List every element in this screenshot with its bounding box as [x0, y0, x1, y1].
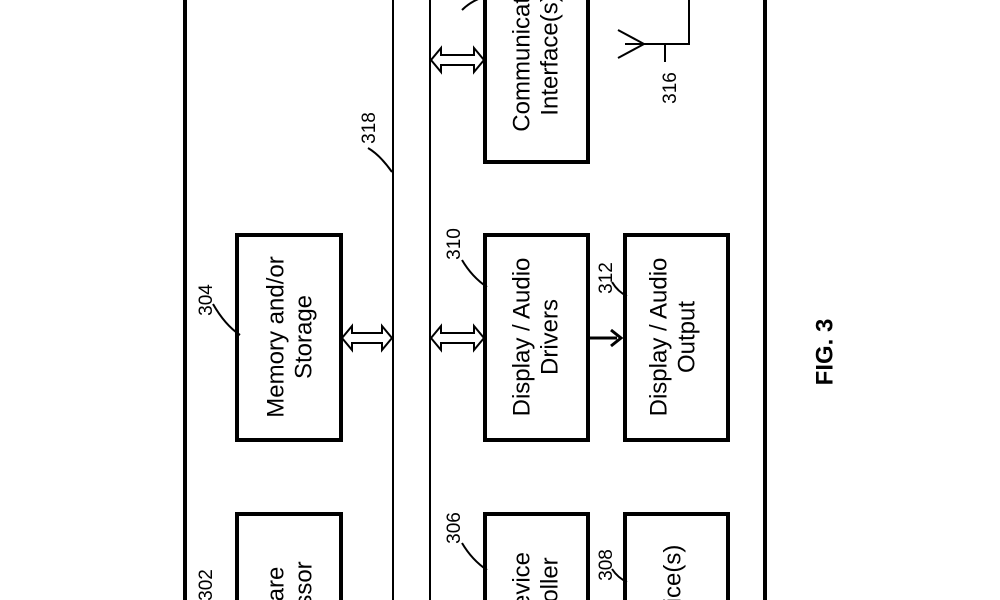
- hardware-processor-label-2: ssor: [290, 561, 317, 600]
- ref-304: 304: [196, 284, 217, 316]
- ref-308: 308: [596, 549, 617, 581]
- input-devices-box: [623, 512, 730, 600]
- figure-label: FIG. 3: [811, 319, 838, 386]
- bus-drivers-double-arrow: [429, 323, 486, 353]
- ref-308-leader: [611, 568, 628, 583]
- display-audio-drivers-box: [483, 233, 590, 442]
- display-audio-output-label-2: Output: [673, 301, 700, 373]
- ref-304-leader: [212, 303, 241, 336]
- hardware-processor-label-1: are: [262, 567, 289, 600]
- input-device-controller-label-1: evice: [508, 552, 535, 600]
- memory-storage-label-1: Memory and/or: [262, 256, 289, 417]
- communication-interface-box: [483, 0, 590, 164]
- communication-interface-label-1: Communicatio: [508, 0, 535, 132]
- ref-312: 312: [596, 262, 617, 294]
- ref-312-leader: [611, 281, 628, 297]
- drivers-output-arrow-head: [610, 328, 624, 348]
- hardware-processor-box: [235, 512, 343, 600]
- antenna-symbol: [617, 29, 645, 59]
- ref-310-leader: [461, 259, 488, 288]
- display-audio-drivers-label-2: Drivers: [536, 299, 563, 375]
- ref-316: 316: [660, 72, 681, 104]
- memory-storage-box: [235, 233, 343, 442]
- ref-314-leader: [461, 0, 479, 11]
- display-audio-output-label-1: Display / Audio: [645, 258, 672, 417]
- ref-318: 318: [359, 112, 380, 144]
- input-device-controller-box: [483, 512, 590, 600]
- memory-storage-label-2: Storage: [290, 295, 317, 379]
- bus-comm-double-arrow: [429, 45, 486, 75]
- display-audio-output-box: [623, 233, 730, 442]
- communication-interface-label-2: Interface(s): [536, 0, 563, 116]
- bus-318-leader: [367, 147, 393, 173]
- ref-310: 310: [444, 228, 465, 260]
- outer-frame: [183, 0, 767, 600]
- ref-306-leader: [461, 542, 488, 571]
- memory-bus-double-arrow: [340, 323, 394, 353]
- ref-302: 302: [196, 569, 217, 600]
- antenna-line: [625, 0, 690, 45]
- input-device-controller-label-2: oller: [536, 557, 563, 600]
- ref-306: 306: [444, 512, 465, 544]
- display-audio-drivers-label-1: Display / Audio: [508, 258, 535, 417]
- input-devices-label: vice(s): [659, 545, 686, 600]
